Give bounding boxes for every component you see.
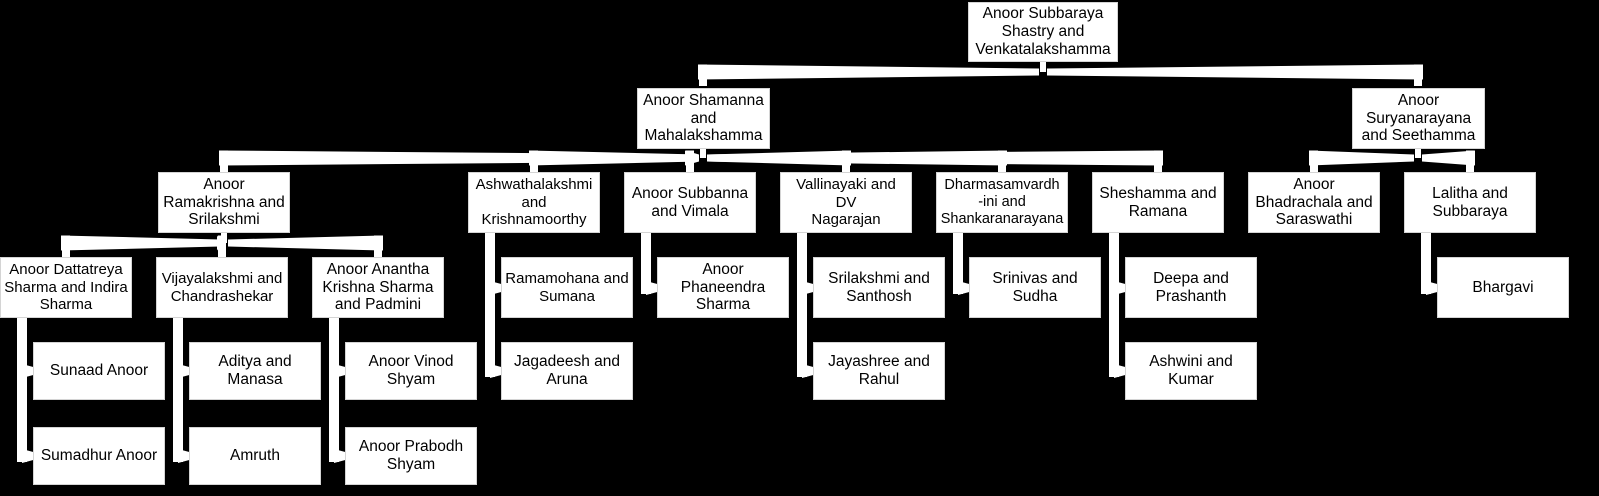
person-node[interactable]: Sunaad Anoor xyxy=(33,342,165,400)
person-node-label: Bhargavi xyxy=(1472,278,1534,296)
person-node-label: Anoor Anantha Krishna Sharma and Padmini xyxy=(322,260,434,314)
person-node-label: Anoor Dattatreya Sharma and Indira Sharm… xyxy=(4,261,128,314)
person-node-label: Anoor Prabodh Shyam xyxy=(358,438,464,473)
person-node-label: Sunaad Anoor xyxy=(49,362,149,380)
person-node[interactable]: Amruth xyxy=(189,427,321,485)
person-node-label: Anoor Bhadrachala and Saraswathi xyxy=(1255,175,1373,229)
person-node[interactable]: Anoor Phaneendra Sharma xyxy=(657,257,789,318)
person-node-label: Srilakshmi and Santhosh xyxy=(828,269,930,305)
person-node[interactable]: Sheshamma and Ramana xyxy=(1092,172,1224,233)
person-node[interactable]: Anoor Shamanna and Mahalakshamma xyxy=(637,88,770,149)
person-node[interactable]: Anoor Subbaraya Shastry and Venkatalaksh… xyxy=(968,2,1118,62)
person-node[interactable]: Anoor Subbanna and Vimala xyxy=(624,172,756,233)
person-node-label: Ashwini and Kumar xyxy=(1149,353,1233,388)
person-node[interactable]: Anoor Prabodh Shyam xyxy=(345,427,477,485)
person-node-label: Jayashree and Rahul xyxy=(828,353,930,388)
person-node[interactable]: Bhargavi xyxy=(1437,257,1569,318)
person-node-label: Vijayalakshmi and Chandrashekar xyxy=(161,270,283,305)
person-node-label: Lalitha and Subbaraya xyxy=(1432,184,1508,220)
person-node[interactable]: Ashwini and Kumar xyxy=(1125,342,1257,400)
person-node[interactable]: Dharmasamvardh -ini and Shankaranarayana xyxy=(936,172,1068,233)
person-node-label: Sumadhur Anoor xyxy=(40,447,158,465)
person-node-label: Jagadeesh and Aruna xyxy=(513,353,620,388)
person-node[interactable]: Vallinayaki and DV Nagarajan xyxy=(780,172,912,233)
person-node[interactable]: Aditya and Manasa xyxy=(189,342,321,400)
person-node-label: Anoor Subbaraya Shastry and Venkatalaksh… xyxy=(975,5,1111,58)
person-node-label: Anoor Shamanna and Mahalakshamma xyxy=(643,91,764,145)
person-node-label: Sheshamma and Ramana xyxy=(1099,184,1217,220)
person-node[interactable]: Lalitha and Subbaraya xyxy=(1404,172,1536,233)
person-node-label: Anoor Ramakrishna and Srilakshmi xyxy=(163,175,285,229)
person-node[interactable]: Anoor Anantha Krishna Sharma and Padmini xyxy=(312,257,444,318)
person-node[interactable]: Vijayalakshmi and Chandrashekar xyxy=(156,257,288,318)
person-node-label: Ashwathalakshmi and Krishnamoorthy xyxy=(475,176,593,229)
person-node[interactable]: Srilakshmi and Santhosh xyxy=(813,257,945,318)
person-node-label: Aditya and Manasa xyxy=(218,353,292,388)
person-node[interactable]: Anoor Suryanarayana and Seethamma xyxy=(1352,88,1485,149)
person-node-label: Srinivas and Sudha xyxy=(992,269,1078,305)
person-node[interactable]: Ashwathalakshmi and Krishnamoorthy xyxy=(468,172,600,233)
person-node[interactable]: Anoor Ramakrishna and Srilakshmi xyxy=(158,172,290,233)
person-node[interactable]: Anoor Dattatreya Sharma and Indira Sharm… xyxy=(0,257,132,318)
person-node[interactable]: Anoor Vinod Shyam xyxy=(345,342,477,400)
person-node[interactable]: Anoor Bhadrachala and Saraswathi xyxy=(1248,172,1380,233)
person-node[interactable]: Srinivas and Sudha xyxy=(969,257,1101,318)
person-node[interactable]: Sumadhur Anoor xyxy=(33,427,165,485)
person-node-label: Vallinayaki and DV Nagarajan xyxy=(796,176,896,229)
person-node-label: Anoor Phaneendra Sharma xyxy=(680,260,766,314)
person-node-label: Deepa and Prashanth xyxy=(1153,269,1229,305)
person-node-label: Anoor Subbanna and Vimala xyxy=(631,184,749,220)
person-node[interactable]: Ramamohana and Sumana xyxy=(501,257,633,318)
person-node-label: Anoor Suryanarayana and Seethamma xyxy=(1361,91,1476,145)
person-node[interactable]: Jayashree and Rahul xyxy=(813,342,945,400)
person-node[interactable]: Deepa and Prashanth xyxy=(1125,257,1257,318)
person-node-label: Amruth xyxy=(230,447,280,465)
person-node-label: Anoor Vinod Shyam xyxy=(368,353,454,388)
person-node-label: Ramamohana and Sumana xyxy=(505,270,629,305)
person-node-label: Dharmasamvardh -ini and Shankaranarayana xyxy=(940,177,1064,227)
person-node[interactable]: Jagadeesh and Aruna xyxy=(501,342,633,400)
